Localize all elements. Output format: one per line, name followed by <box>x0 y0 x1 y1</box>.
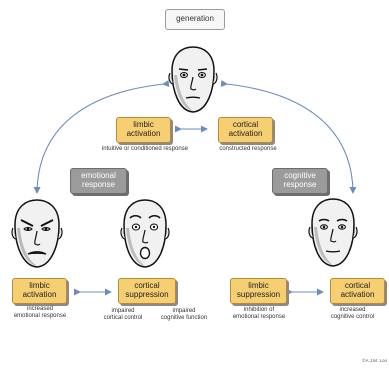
arc-arrow-right <box>220 79 357 194</box>
right-limbic-suppression-box: limbic suppression <box>230 278 287 304</box>
left-limbic-activation-box: limbic activation <box>12 278 67 304</box>
center-limbic-activation-box: limbic activation <box>116 117 171 143</box>
right-cortical-caption: increased cognitive control <box>330 307 375 320</box>
left-limbic-caption: increased emotional response <box>13 306 67 319</box>
arc-arrow-left <box>33 79 170 194</box>
left-cortical-caption-2: impaired cognitive function <box>160 308 208 321</box>
cognitive-response-label: cognitive response <box>272 168 328 194</box>
neutral-face-icon <box>168 46 218 113</box>
left-cortical-suppression-box: cortical suppression <box>118 278 176 304</box>
center-limbic-caption: intuitive or conditioned response <box>101 146 189 152</box>
calm-face-icon <box>308 198 358 267</box>
right-cortical-activation-box: cortical activation <box>330 278 385 304</box>
center-cortical-caption: constructed response <box>219 146 277 152</box>
left-cortical-caption-1: impaired cortical control <box>103 308 143 321</box>
generation-label: generation <box>165 9 225 30</box>
angry-face-icon <box>11 199 63 268</box>
emotional-response-label: emotional response <box>70 168 127 194</box>
center-cortical-activation-box: cortical activation <box>218 117 273 143</box>
shocked-face-icon <box>120 199 170 268</box>
right-limbic-caption: inhibition of emotional response <box>232 307 286 320</box>
copyright-text: ©A.J.M. Loo <box>362 358 387 363</box>
